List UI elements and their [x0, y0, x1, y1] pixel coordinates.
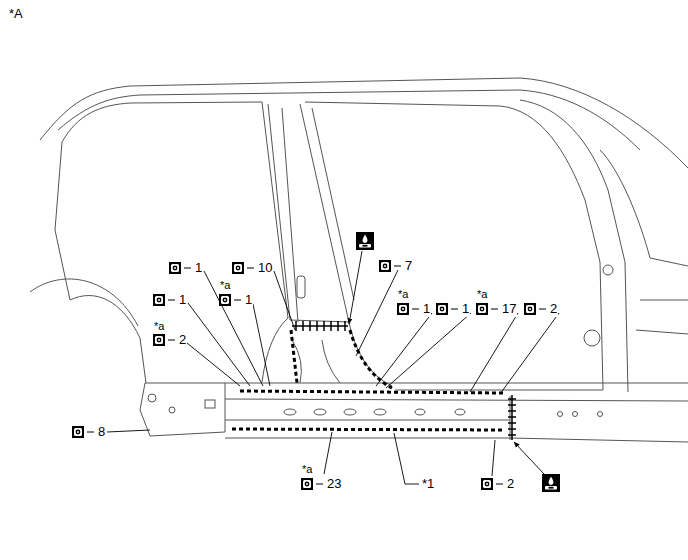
- callout-number: 1: [178, 292, 187, 308]
- callout-number: 23: [326, 476, 342, 492]
- callout-number: 8: [97, 424, 106, 440]
- callout-number: *a: [476, 288, 488, 301]
- callout-number: *a: [301, 463, 313, 476]
- callout-number: *a: [219, 279, 231, 292]
- callout-number: 1: [422, 301, 431, 317]
- callout-number: *1: [421, 476, 435, 492]
- callout-number: 1: [194, 260, 203, 276]
- callout-number: 2: [506, 476, 515, 492]
- callout-number: *a: [153, 320, 165, 333]
- callout-number: 7: [404, 258, 413, 274]
- view-label: *A: [8, 6, 24, 22]
- callout-number: 17: [501, 301, 517, 317]
- callout-number: 2: [178, 332, 187, 348]
- callout-number: 1: [244, 292, 253, 308]
- callout-number: 2: [549, 301, 558, 317]
- callout-number: *a: [397, 288, 409, 301]
- callout-number: 10: [257, 260, 273, 276]
- callout-number: 1: [461, 301, 470, 317]
